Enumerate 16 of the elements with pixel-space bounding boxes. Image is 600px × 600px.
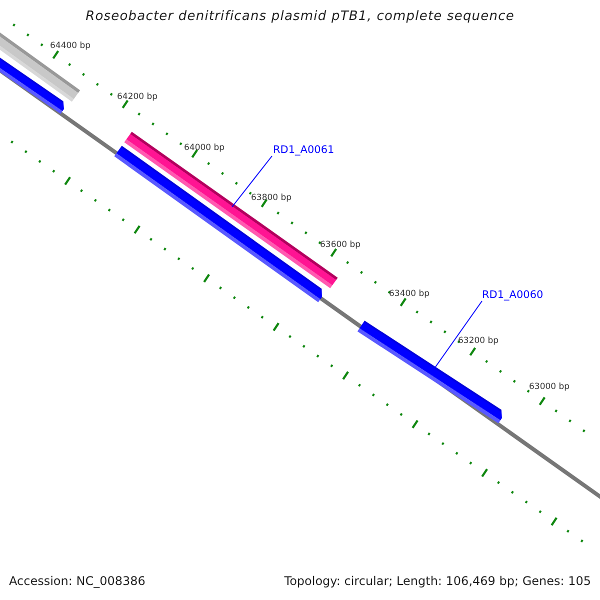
position-label: 63200 bp [458, 336, 499, 346]
position-label: 63600 bp [320, 240, 361, 250]
position-label: 64200 bp [117, 92, 158, 102]
gene-arrow [357, 320, 502, 424]
summary-text: Topology: circular; Length: 106,469 bp; Genes: 105 [284, 574, 591, 588]
gene-label: RD1_A0061 [273, 144, 334, 156]
position-label: 63400 bp [389, 289, 430, 299]
leader-line [232, 156, 272, 208]
title: Roseobacter denitrificans plasmid pTB1, complete sequence [84, 9, 516, 24]
leader-line [434, 300, 482, 370]
position-label: 64400 bp [50, 41, 91, 51]
position-label: 63000 bp [529, 382, 570, 392]
accession-text: Accession: NC_008386 [9, 574, 146, 588]
gene-label: RD1_A0060 [482, 289, 544, 301]
position-label: 64000 bp [184, 143, 225, 153]
position-label: 63800 bp [251, 193, 292, 203]
